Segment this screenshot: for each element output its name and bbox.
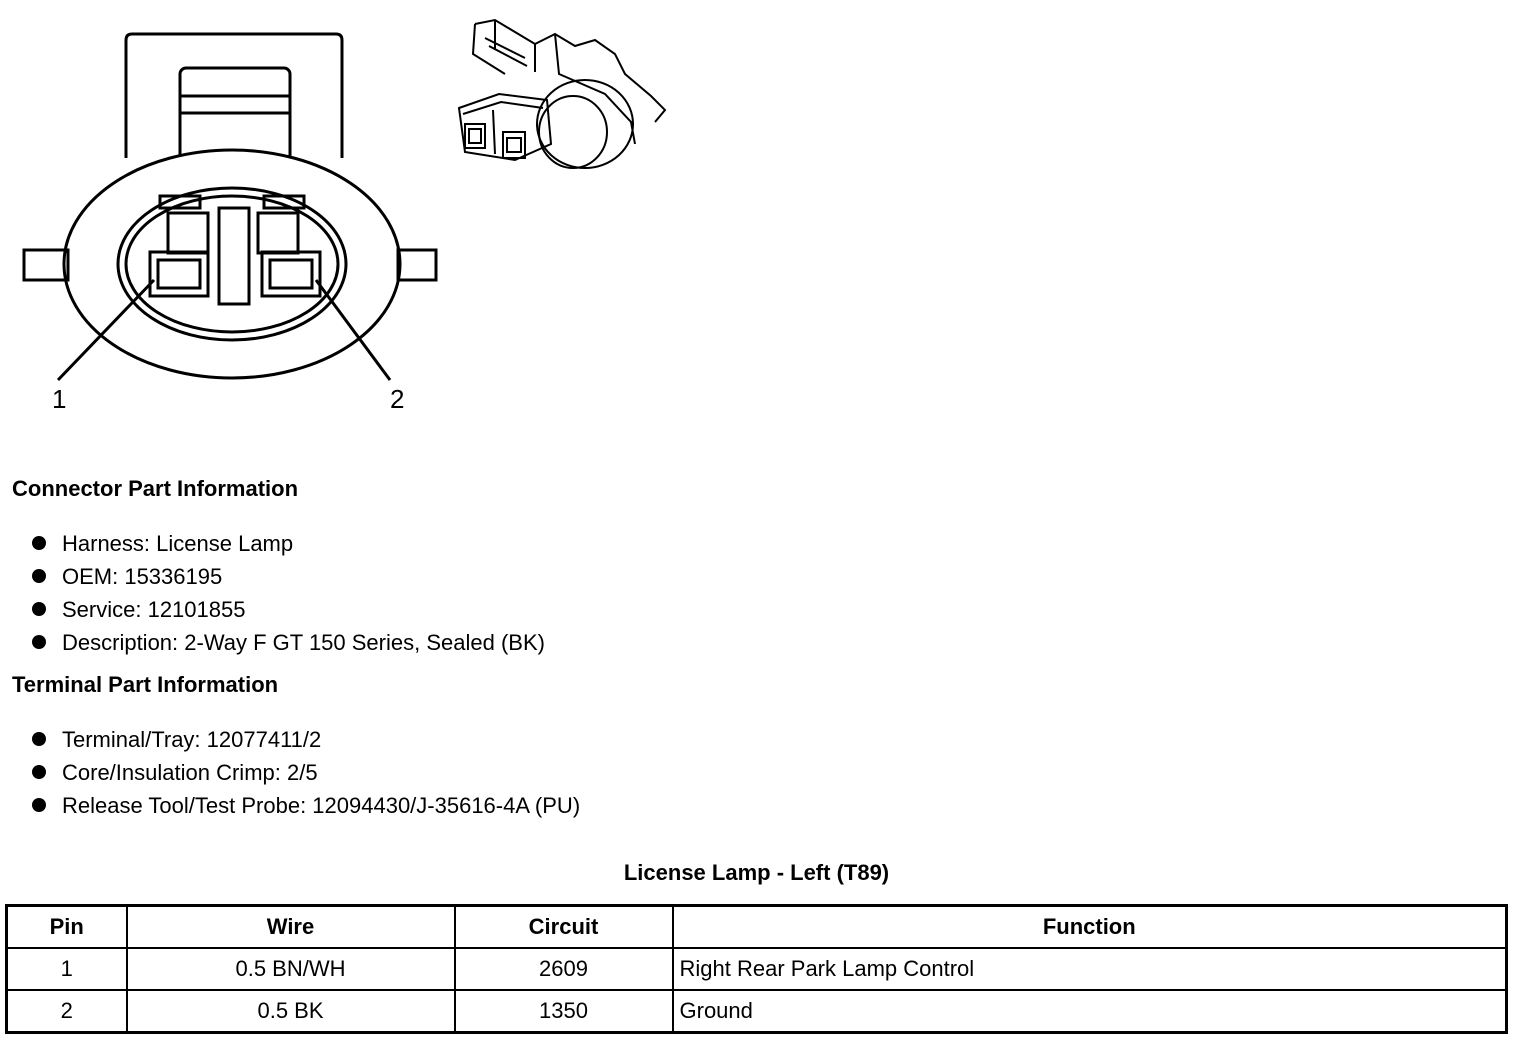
list-item: Description: 2-Way F GT 150 Series, Seal… [28,626,545,659]
cell-function: Right Rear Park Lamp Control [671,947,1508,991]
table-row: 1 0.5 BN/WH 2609 Right Rear Park Lamp Co… [5,947,1508,991]
bullet-icon [32,732,46,746]
bullet-icon [32,569,46,583]
table-title: License Lamp - Left (T89) [623,860,890,885]
pin-label-1: 1 [52,384,66,414]
cell-wire: 0.5 BK [125,989,456,1034]
header-pin: Pin [5,904,128,949]
table-row: 2 0.5 BK 1350 Ground [5,989,1508,1034]
connector-info-list: Harness: License Lamp OEM: 15336195 Serv… [28,527,545,659]
list-item-text: Service: 12101855 [62,597,246,622]
connector-face-diagram: 1 2 [22,32,438,414]
table-header-row: Pin Wire Circuit Function [5,904,1508,949]
bullet-icon [32,635,46,649]
list-item: Core/Insulation Crimp: 2/5 [28,756,580,789]
pin-label-2: 2 [390,384,404,414]
header-circuit: Circuit [453,904,674,949]
list-item-text: OEM: 15336195 [62,564,223,589]
cell-function: Ground [671,989,1508,1034]
cell-wire: 0.5 BN/WH [125,947,456,991]
terminal-info-heading: Terminal Part Information [12,672,279,697]
header-function: Function [671,904,1508,949]
list-item-text: Terminal/Tray: 12077411/2 [62,727,322,752]
connector-info-heading: Connector Part Information [12,476,299,501]
pin-table: Pin Wire Circuit Function 1 0.5 BN/WH 26… [5,904,1508,1034]
bullet-icon [32,602,46,616]
list-item-text: Description: 2-Way F GT 150 Series, Seal… [62,630,545,655]
cell-pin: 2 [5,989,128,1034]
bullet-icon [32,798,46,812]
connector-3d-illustration [457,18,667,169]
list-item: Harness: License Lamp [28,527,545,560]
header-wire: Wire [125,904,456,949]
list-item: Service: 12101855 [28,593,545,626]
list-item: OEM: 15336195 [28,560,545,593]
bullet-icon [32,536,46,550]
bullet-icon [32,765,46,779]
list-item-text: Core/Insulation Crimp: 2/5 [62,760,318,785]
list-item: Terminal/Tray: 12077411/2 [28,723,580,756]
cell-circuit: 2609 [453,947,674,991]
cell-circuit: 1350 [453,989,674,1034]
cell-pin: 1 [5,947,128,991]
terminal-info-list: Terminal/Tray: 12077411/2 Core/Insulatio… [28,723,580,822]
list-item-text: Release Tool/Test Probe: 12094430/J-3561… [62,793,581,818]
list-item: Release Tool/Test Probe: 12094430/J-3561… [28,789,580,822]
list-item-text: Harness: License Lamp [62,531,294,556]
